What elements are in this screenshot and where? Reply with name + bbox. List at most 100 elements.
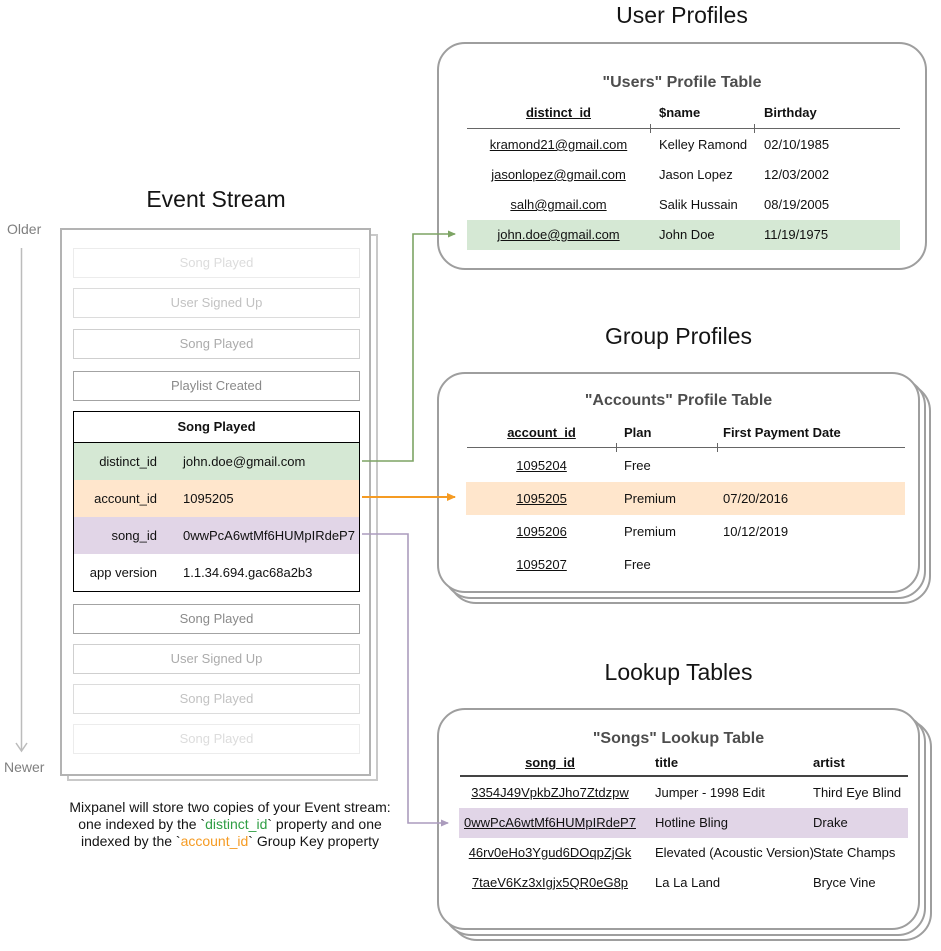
caption-text: one indexed by the ` [78,816,206,832]
event-row-faded: Playlist Created [73,371,360,401]
users-card-title: "Users" Profile Table [602,74,762,91]
property-value: 0wwPcA6wtMf6HUMpIRdeP7 [183,528,355,543]
cell-plan: Premium [624,491,677,506]
cell-birthday: 02/10/1985 [764,137,830,152]
cell-name: John Doe [659,227,715,242]
lookup-tables-title: Lookup Tables [604,659,753,685]
users-header-separator [467,128,900,129]
accounts-table-rows: 1095204 Free 1095205 Premium 07/20/2016 … [467,449,905,581]
accounts-table-header: account_id Plan First Payment Date [467,419,905,447]
column-divider [650,124,651,133]
event-detail-header: Song Played [74,412,359,443]
caption-text: ` property and one [267,816,382,832]
property-value: john.doe@gmail.com [183,454,306,469]
newer-label: Newer [4,759,45,775]
event-row-faded: Song Played [73,248,360,278]
column-header: First Payment Date [723,425,841,440]
event-row-faded: Song Played [73,684,360,714]
event-stream-title: Event Stream [146,186,286,212]
caption-line: Mixpanel will store two copies of your E… [69,799,391,815]
caption-line: indexed by the `account_id` Group Key pr… [30,833,430,850]
distinct-id-token: distinct_id [205,816,268,832]
property-key: song_id [111,528,157,543]
cell-artist: Third Eye Blind [813,785,902,800]
column-header: distinct_id [525,105,591,120]
column-header: Plan [624,425,652,440]
user-profiles-title: User Profiles [616,2,748,28]
older-label: Older [7,221,42,237]
cell-birthday: 08/19/2005 [764,197,830,212]
cell-first-payment-date [717,548,905,581]
mixpanel-caption: Mixpanel will store two copies of your E… [30,799,430,850]
songs-header-separator [460,775,908,777]
users-highlight-band [467,220,900,250]
songs-highlight-band [459,808,908,838]
property-key: distinct_id [99,454,157,469]
songs-card-title: "Songs" Lookup Table [592,730,765,747]
event-row-faded: User Signed Up [73,644,360,674]
cell-artist: State Champs [813,845,896,860]
cell-distinct-id: salh@gmail.com [510,197,607,212]
cell-birthday: 11/19/1975 [764,227,829,242]
column-divider [754,124,755,133]
cell-title: Elevated (Acoustic Version) [655,845,814,860]
cell-distinct-id: kramond21@gmail.com [489,137,628,152]
caption-line: one indexed by the `distinct_id` propert… [30,816,430,833]
event-detail-card: Song Played distinct_id john.doe@gmail.c… [73,411,360,592]
group-profiles-title: Group Profiles [604,323,752,349]
property-value: 1095205 [183,491,234,506]
column-header: account_id [507,425,576,440]
column-divider [616,443,617,452]
column-divider [717,443,718,452]
cell-account-id: 1095205 [516,491,567,506]
account-id-token: account_id [180,833,249,849]
accounts-card-title: "Accounts" Profile Table [584,392,773,409]
event-property-row-distinct-id: distinct_id john.doe@gmail.com [74,443,359,480]
cell-song-id: 0wwPcA6wtMf6HUMpIRdeP7 [464,815,636,830]
property-key: account_id [94,491,157,506]
caption-text: ` Group Key property [248,833,380,849]
songs-table-rows: 3354J49VpkbZJho7Ztdzpw Jumper - 1998 Edi… [460,778,908,898]
cell-first-payment-date [717,449,905,482]
column-header: artist [813,755,845,770]
property-value: 1.1.34.694.gac68a2b3 [183,565,313,580]
cell-title: Hotline Bling [655,815,728,830]
accounts-highlight-band [466,482,905,515]
cell-account-id: 1095207 [516,557,567,572]
property-key: app version [89,565,157,580]
column-header: Birthday [764,105,817,120]
cell-first-payment-date: 07/20/2016 [723,491,789,506]
cell-title: Jumper - 1998 Edit [655,785,765,800]
cell-birthday: 12/03/2002 [764,167,830,182]
column-header: title [655,755,679,770]
caption-text: indexed by the ` [80,833,181,849]
cell-account-id: 1095206 [516,524,567,539]
users-table-rows: kramond21@gmail.com Kelley Ramond 02/10/… [467,130,900,250]
event-row-faded: Song Played [73,724,360,754]
cell-account-id: 1095204 [516,458,567,473]
event-property-row-account-id: account_id 1095205 [74,480,359,517]
column-header: $name [659,105,701,120]
users-table-header: distinct_id $name Birthday [467,99,900,127]
cell-artist: Bryce Vine [813,875,876,890]
event-property-row-song-id: song_id 0wwPcA6wtMf6HUMpIRdeP7 [74,517,359,554]
cell-song-id: 46rv0eHo3Ygud6DOqpZjGk [468,845,632,860]
event-row-faded: Song Played [73,329,360,359]
event-property-row-app-version: app version 1.1.34.694.gac68a2b3 [74,554,359,591]
cell-plan: Premium [624,524,677,539]
event-row-faded: Song Played [73,604,360,634]
cell-plan: Free [624,458,651,473]
cell-song-id: 7taeV6Kz3xIgjx5QR0eG8p [471,875,629,890]
cell-plan: Free [624,557,651,572]
songs-table-header: song_id title artist [460,751,908,775]
event-row-faded: User Signed Up [73,288,360,318]
accounts-header-separator [467,447,905,448]
cell-artist: Drake [813,815,848,830]
timeline-arrow [15,248,28,753]
cell-distinct-id: jasonlopez@gmail.com [491,167,626,182]
cell-name: Jason Lopez [659,167,733,182]
cell-name: Salik Hussain [659,197,738,212]
cell-song-id: 3354J49VpkbZJho7Ztdzpw [471,785,629,800]
cell-title: La La Land [655,875,721,890]
cell-distinct-id: john.doe@gmail.com [497,227,620,242]
